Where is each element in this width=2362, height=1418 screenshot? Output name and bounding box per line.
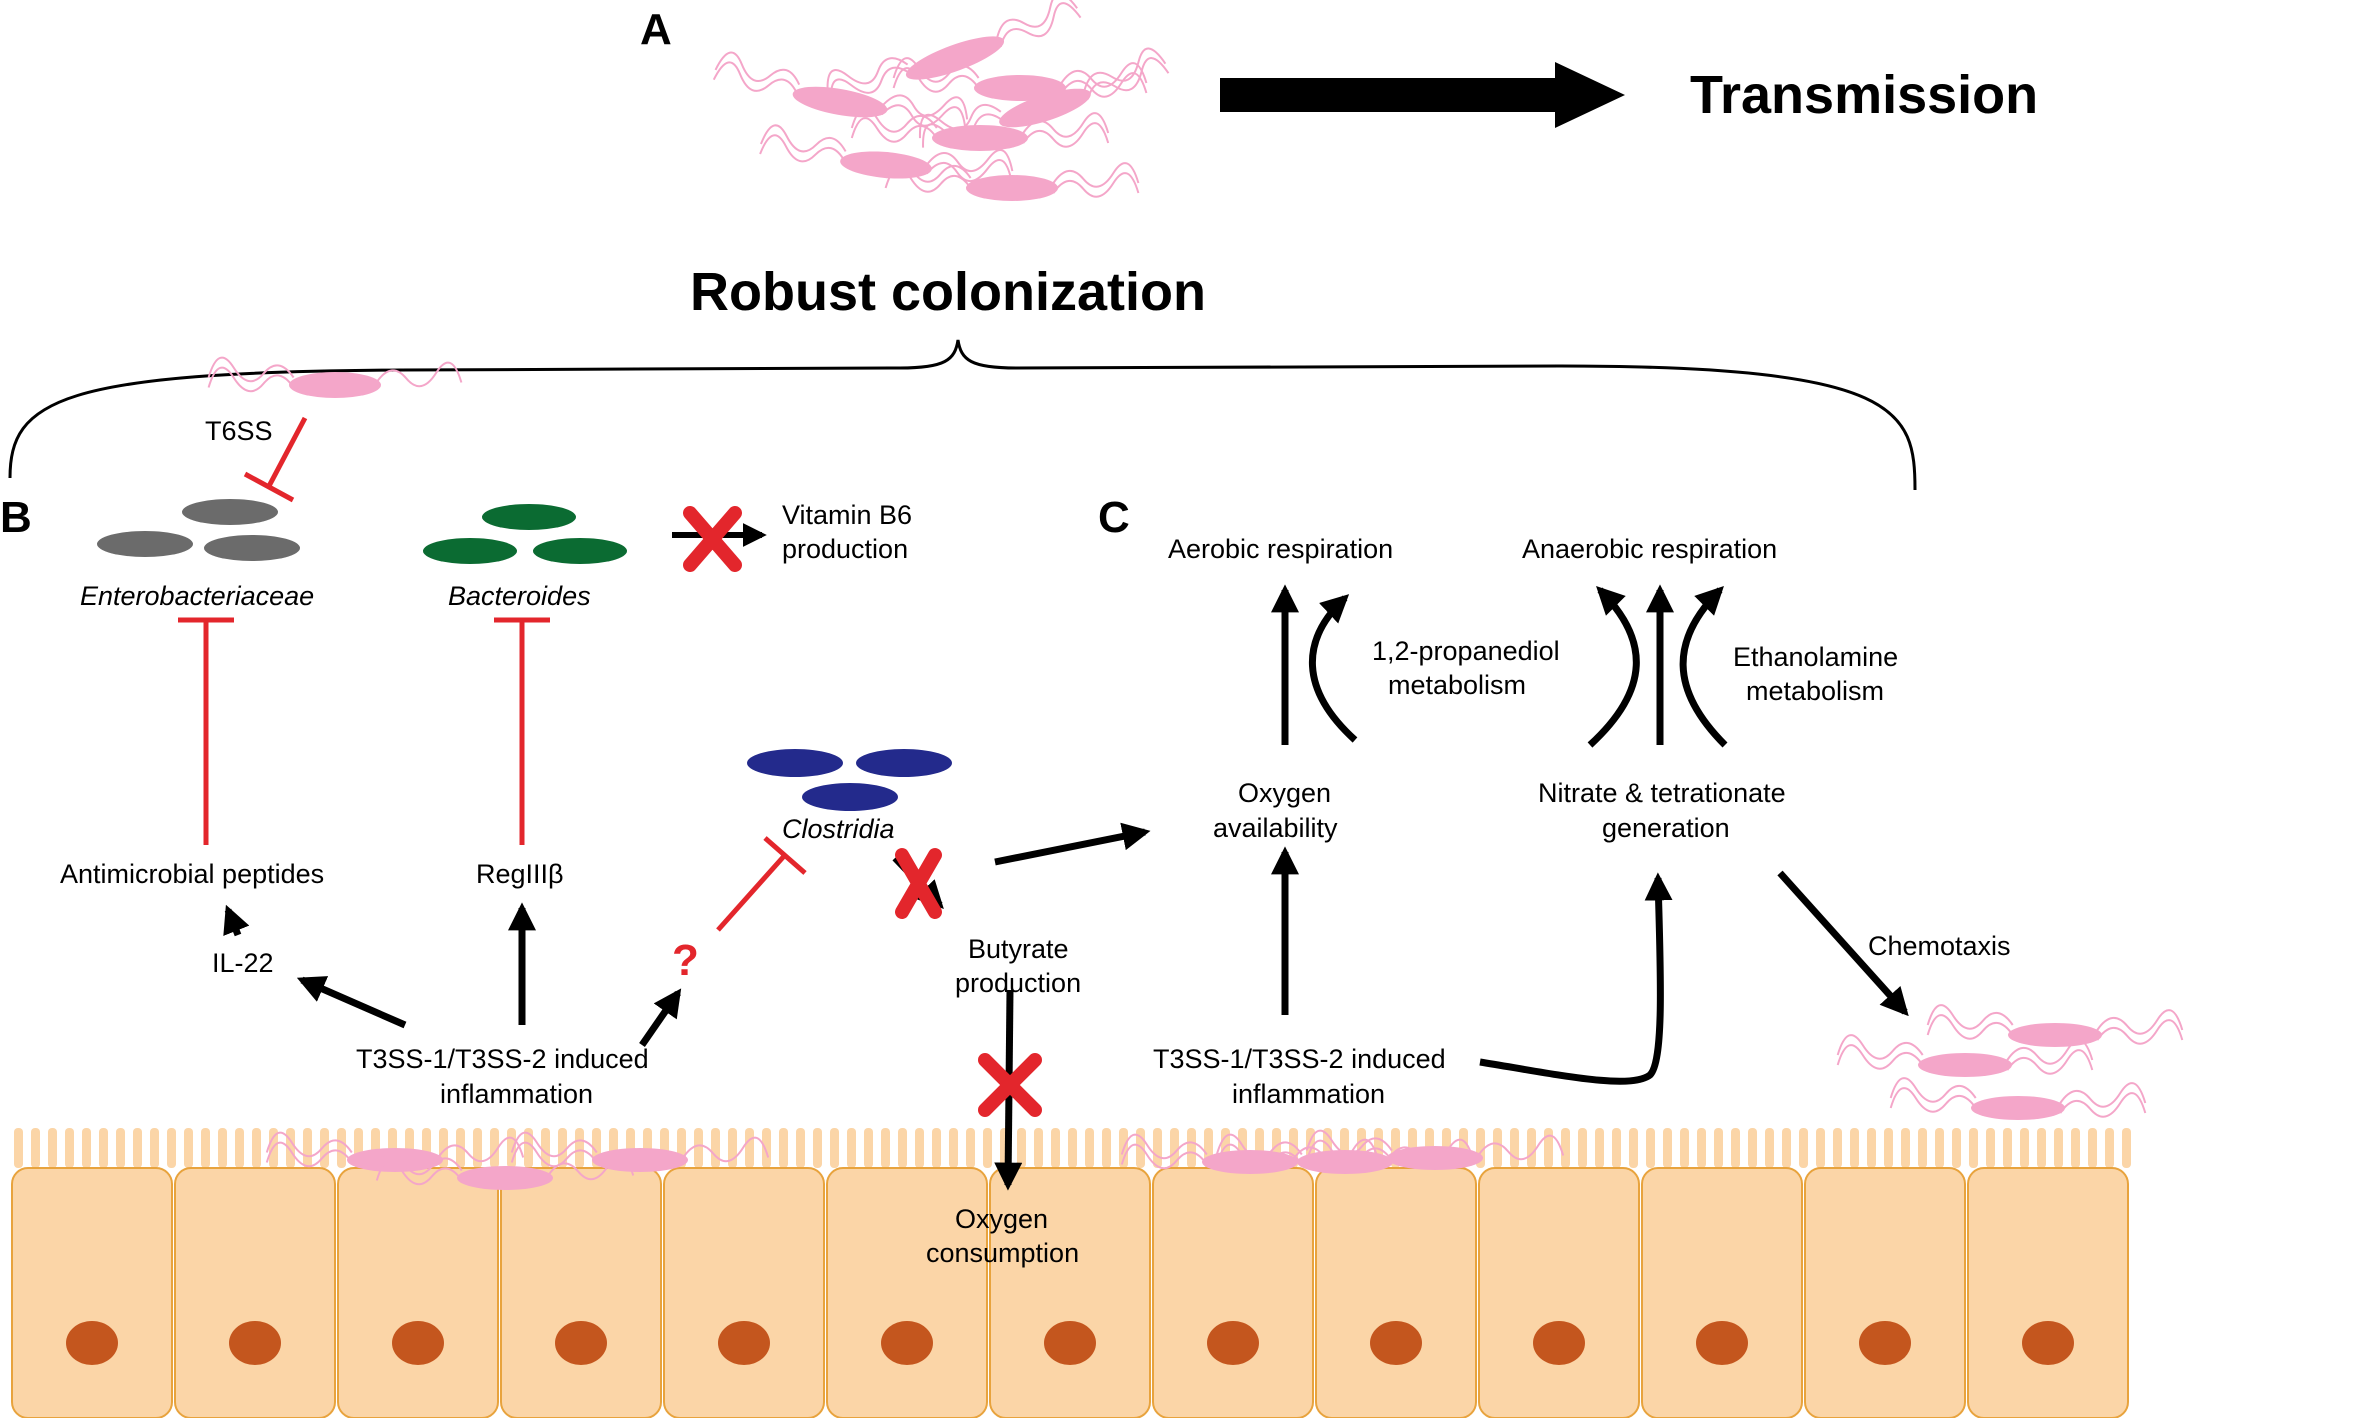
- inflammation-c-line1: T3SS-1/T3SS-2 induced: [1153, 1044, 1446, 1074]
- salmonella-icon: [826, 0, 1082, 104]
- clostridia-icon: [747, 749, 952, 811]
- clostridia-inhibit-icon: [716, 836, 807, 932]
- inflammation-b-line1: T3SS-1/T3SS-2 induced: [356, 1044, 649, 1074]
- bacteroides-icon: [423, 504, 627, 564]
- epithelial-cell-icon: [11, 1167, 173, 1418]
- butyrate-label-line2: production: [955, 968, 1081, 998]
- robust-colonization-label: Robust colonization: [690, 262, 1206, 322]
- epithelial-cells: [11, 1167, 2129, 1418]
- clostridia-label: Clostridia: [782, 814, 895, 844]
- epithelial-cell-icon: [174, 1167, 336, 1418]
- salmonella-icon: [1215, 1133, 1475, 1174]
- oxygen-availability-line2: availability: [1213, 813, 1338, 843]
- epithelial-cell-icon: [1641, 1167, 1803, 1418]
- salmonella-icon: [884, 157, 1140, 201]
- antimicrobial-peptides-label: Antimicrobial peptides: [60, 859, 324, 889]
- nitrate-line2: generation: [1602, 813, 1730, 843]
- epithelial-cell-icon: [1967, 1167, 2129, 1418]
- question-mark: ?: [672, 936, 699, 985]
- epithelial-cell-icon: [500, 1167, 662, 1418]
- salmonella-chemotaxis-cluster: [1836, 1004, 2184, 1120]
- microvilli: [14, 1128, 2131, 1168]
- inflammation-b-line2: inflammation: [440, 1079, 593, 1109]
- oxygen-availability-line1: Oxygen: [1238, 778, 1331, 808]
- epithelial-cell-icon: [1478, 1167, 1640, 1418]
- aerobic-respiration-label: Aerobic respiration: [1168, 534, 1393, 564]
- salmonella-icon: [1926, 1004, 2184, 1047]
- epithelial-cell-icon: [989, 1167, 1151, 1418]
- salmonella-icon: [1836, 1034, 2094, 1077]
- panel-label-b: B: [0, 493, 32, 542]
- panel-b-arrows: [223, 822, 1151, 1191]
- propanediol-line1: 1,2-propanediol: [1372, 636, 1560, 666]
- salmonella-icon: [850, 107, 1110, 151]
- epithelial-cell-icon: [663, 1167, 825, 1418]
- panel-label-a: A: [640, 5, 672, 54]
- salmonella-cluster-icon: [712, 0, 1170, 201]
- nitrate-line1: Nitrate & tetrationate: [1538, 778, 1786, 808]
- oxygen-consumption-line2: consumption: [926, 1238, 1079, 1268]
- t6ss-inhibit-icon: [243, 416, 308, 503]
- salmonella-icon: [207, 356, 463, 398]
- transmission-label: Transmission: [1690, 65, 2038, 125]
- salmonella-icon: [1889, 1077, 2147, 1120]
- salmonella-epithelium-b: [265, 1131, 770, 1190]
- salmonella-icon: [759, 124, 1014, 182]
- ethanolamine-line1: Ethanolamine: [1733, 642, 1898, 672]
- salmonella-icon: [1305, 1129, 1565, 1170]
- epithelial-cell-icon: [337, 1167, 499, 1418]
- salmonella-icon: [207, 356, 463, 398]
- ethanolamine-line2: metabolism: [1746, 676, 1884, 706]
- epithelial-cell-icon: [1152, 1167, 1314, 1418]
- butyrate-label-line1: Butyrate: [968, 934, 1069, 964]
- colonization-brace: [8, 339, 1917, 491]
- red-x-icon: [683, 506, 742, 572]
- red-x-icon: [895, 848, 942, 919]
- epithelial-cell-icon: [826, 1167, 988, 1418]
- anaerobic-respiration-label: Anaerobic respiration: [1522, 534, 1777, 564]
- oxygen-consumption-line1: Oxygen: [955, 1204, 1048, 1234]
- salmonella-icon: [265, 1131, 525, 1172]
- vitamin-b6-label-line1: Vitamin B6: [782, 500, 912, 530]
- regiiib-inhibit-icon: [494, 617, 550, 845]
- red-x-icon: [978, 1053, 1042, 1117]
- transmission-arrow: [1220, 62, 1625, 128]
- chemotaxis-label: Chemotaxis: [1868, 931, 2011, 961]
- bacteroides-label: Bacteroides: [448, 581, 591, 611]
- epithelium: [11, 1128, 2131, 1418]
- panel-c-arrows: [1271, 584, 1909, 1085]
- epithelial-cell-icon: [1804, 1167, 1966, 1418]
- propanediol-line2: metabolism: [1388, 670, 1526, 700]
- vitamin-b6-label-line2: production: [782, 534, 908, 564]
- enterobacteriaceae-icon: [97, 499, 300, 561]
- regiiib-label: RegIIIβ: [476, 859, 564, 889]
- inflammation-c-line2: inflammation: [1232, 1079, 1385, 1109]
- il22-label: IL-22: [212, 948, 274, 978]
- epithelial-cell-icon: [1315, 1167, 1477, 1418]
- salmonella-epithelium-c: [1120, 1129, 1565, 1174]
- t6ss-label: T6SS: [205, 416, 273, 446]
- amp-inhibit-icon: [178, 617, 234, 845]
- enterobacteriaceae-label: Enterobacteriaceae: [80, 581, 314, 611]
- salmonella-icon: [510, 1131, 770, 1172]
- panel-label-c: C: [1098, 493, 1130, 542]
